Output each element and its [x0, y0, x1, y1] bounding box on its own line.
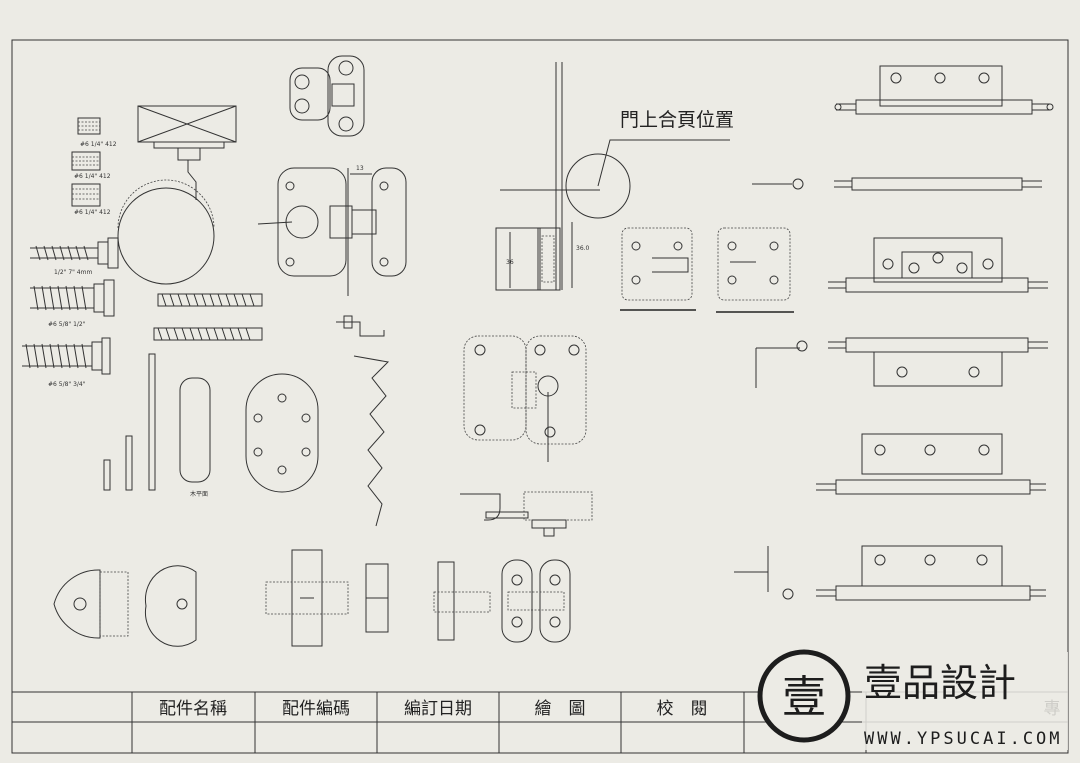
latch-side-view	[460, 491, 593, 537]
door-hinge-detail: 門上合頁位置 36 36.0	[495, 62, 734, 291]
cell-part-code: 配件編碼	[282, 699, 350, 719]
oval-plate	[245, 373, 319, 493]
dim-13: 13	[356, 165, 364, 172]
screw-label-2: #6 1/4" 412	[74, 173, 111, 180]
dim-36-0: 36.0	[576, 245, 590, 252]
brand-url: WWW.YPSUCAI.COM	[864, 729, 1063, 749]
cabinet-latch	[463, 335, 587, 462]
bolt-label-1: 1/2" 7" 4mm	[54, 269, 92, 276]
butt-hinges	[734, 65, 1054, 601]
caster-wheel	[117, 105, 237, 285]
latch: 13	[257, 165, 407, 296]
strips: 木平面	[103, 353, 211, 498]
cup-hinge-top	[289, 55, 365, 137]
dim-36: 36	[506, 259, 514, 266]
small-label: 木平面	[190, 490, 208, 498]
sheet-border	[11, 39, 1069, 754]
cell-revision-date: 編訂日期	[404, 699, 472, 719]
cell-drawn-by: 繪 圖	[535, 699, 586, 719]
bottom-parts	[53, 549, 571, 647]
brand-name: 壹品設計	[864, 661, 1016, 705]
bolts: 1/2" 7" 4mm #6 5/8" 1/2" #6 5/8" 3/4"	[22, 237, 119, 388]
seal-ring	[757, 649, 851, 743]
flat-hinge-plates	[620, 227, 794, 313]
seal-logo: 壹	[782, 672, 826, 723]
screw-label-1: #6 1/4" 412	[80, 141, 117, 148]
long-screws	[153, 293, 263, 341]
watermark: 壹 壹品設計 WWW.YPSUCAI.COM	[757, 649, 1068, 750]
hinge-position-annotation: 門上合頁位置	[620, 109, 734, 131]
bolt-label-2: #6 5/8" 1/2"	[48, 321, 86, 328]
screw-label-3: #6 1/4" 412	[74, 209, 111, 216]
serrated-strip	[336, 315, 390, 527]
bolt-label-3: #6 5/8" 3/4"	[48, 381, 86, 388]
cell-part-name: 配件名稱	[159, 699, 227, 719]
cell-checked-by: 校 閱	[657, 699, 708, 719]
small-screws: #6 1/4" 412 #6 1/4" 412 #6 1/4" 412	[71, 117, 117, 216]
